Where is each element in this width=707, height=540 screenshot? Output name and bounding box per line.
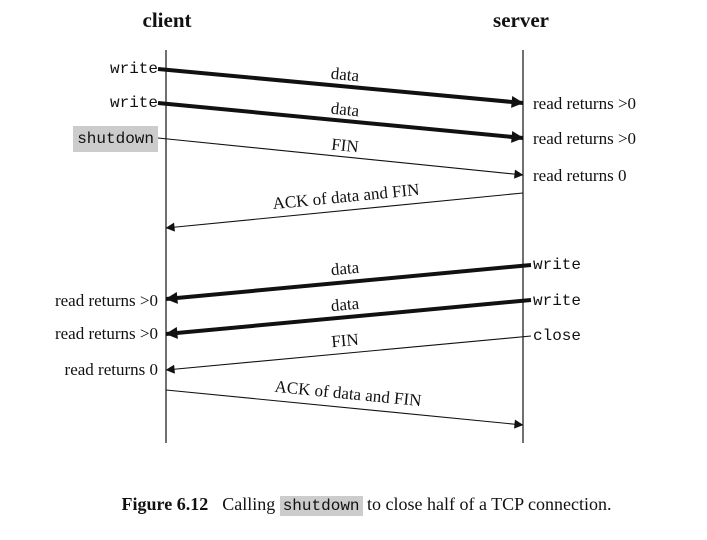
- server-event-read-gt0-1: read returns >0: [533, 94, 637, 113]
- client-event-read-0: read returns 0: [64, 360, 158, 379]
- client-event-read-gt0-1: read returns >0: [54, 291, 158, 310]
- message-label-fin-1: FIN: [330, 134, 360, 157]
- client-event-write-1: write: [109, 60, 158, 78]
- figure-caption: Figure 6.12 Calling shutdown to close hal…: [13, 494, 707, 516]
- message-label-fin-2: FIN: [330, 329, 360, 352]
- server-event-write-2: write: [533, 292, 582, 310]
- message-label-data-3: data: [329, 257, 360, 280]
- server-event-read-0: read returns 0: [533, 166, 627, 185]
- caption-code-shutdown: shutdown: [279, 496, 363, 516]
- arrow-data-4: [165, 298, 532, 339]
- message-label-data-1: data: [330, 63, 361, 86]
- client-header: client: [142, 8, 192, 32]
- client-event-shutdown: shutdown: [73, 126, 158, 152]
- arrow-fin-2: [165, 335, 532, 374]
- arrow-fin-1: [157, 137, 524, 179]
- client-event-write-2: write: [109, 94, 158, 112]
- server-event-close: close: [533, 327, 582, 345]
- arrow-data-1: [157, 67, 524, 108]
- arrow-data-2: [157, 101, 524, 143]
- server-header: server: [493, 8, 549, 32]
- server-event-write-1: write: [533, 256, 582, 274]
- caption-text-before: Calling: [222, 494, 276, 514]
- message-label-data-4: data: [329, 293, 360, 316]
- message-label-data-2: data: [330, 98, 361, 121]
- client-event-read-gt0-2: read returns >0: [54, 324, 158, 343]
- figure-number: Figure 6.12: [121, 494, 209, 514]
- server-event-read-gt0-2: read returns >0: [533, 129, 637, 148]
- caption-text-after: to close half of a TCP connection.: [367, 494, 612, 514]
- arrow-ack-1: [165, 192, 524, 232]
- arrow-data-3: [165, 263, 532, 304]
- arrow-ack-2: [165, 389, 524, 429]
